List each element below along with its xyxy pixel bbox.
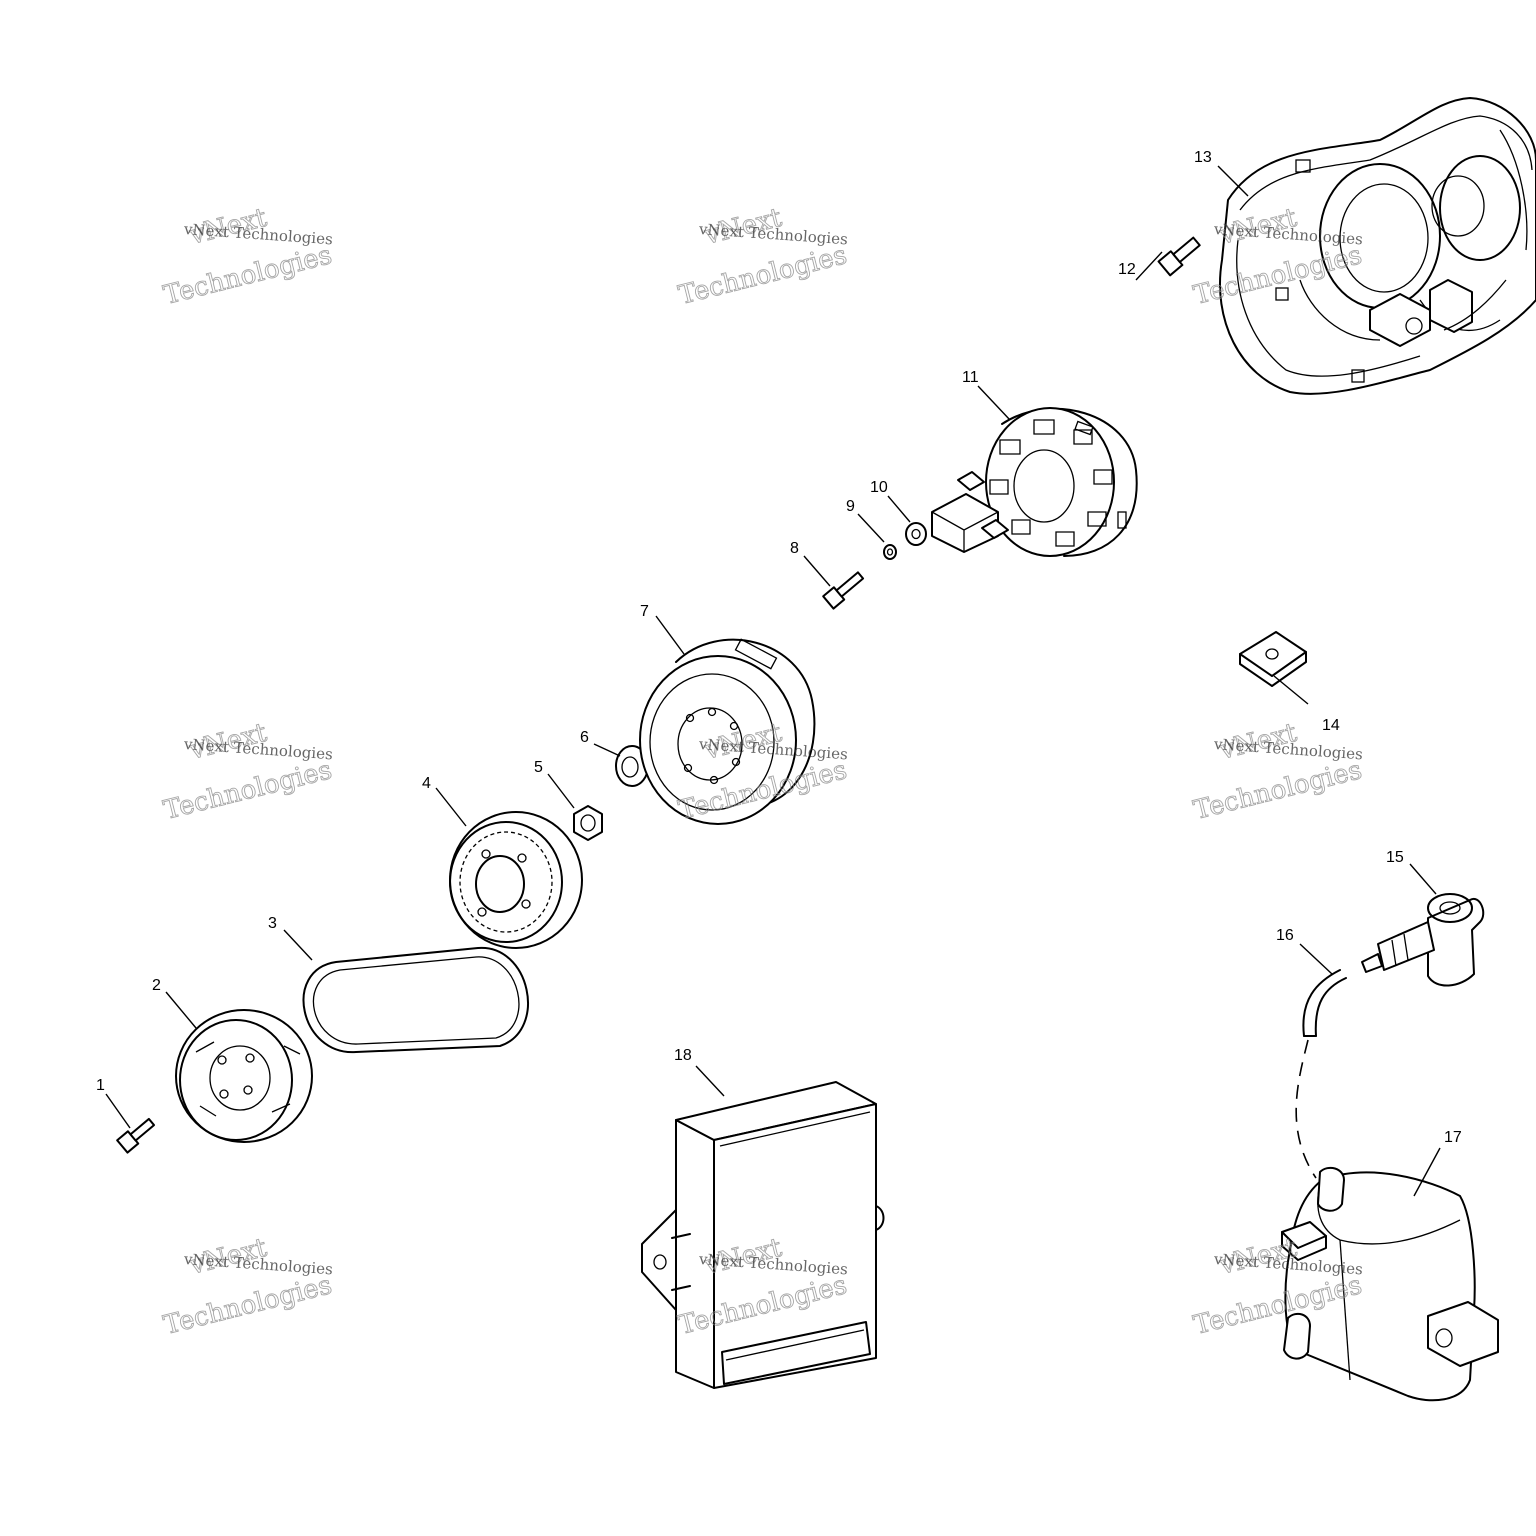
part-11-stator: 11	[931, 369, 1138, 557]
watermark-sub: Technologies	[1191, 755, 1365, 826]
watermark-sub: Technologies	[161, 240, 335, 311]
part-8-bolt: 8	[790, 540, 865, 610]
callout-8: 8	[790, 540, 799, 557]
part-10-washer: 10	[870, 479, 927, 546]
watermark-sub: Technologies	[1191, 1270, 1365, 1341]
callout-15: 15	[1386, 849, 1404, 866]
part-5-nut: 5	[534, 759, 603, 841]
part-1-bolt: 1	[96, 1077, 156, 1154]
watermark-sub: Technologies	[161, 755, 335, 826]
callout-9: 9	[846, 498, 855, 515]
callout-14: 14	[1322, 717, 1340, 734]
callout-5: 5	[534, 759, 543, 776]
callout-4: 4	[422, 775, 431, 792]
callout-16: 16	[1276, 927, 1294, 944]
part-15-plug-cap: 15	[1361, 849, 1485, 987]
callout-13: 13	[1194, 149, 1212, 166]
callout-17: 17	[1444, 1129, 1462, 1146]
part-7-flywheel: 7	[639, 603, 816, 825]
watermark-sub: Technologies	[161, 1270, 335, 1341]
callout-2: 2	[152, 977, 161, 994]
callout-7: 7	[640, 603, 649, 620]
callout-3: 3	[268, 915, 277, 932]
watermark-top-center: vNext vNext Technologies Technologies	[675, 202, 850, 311]
part-6-washer: 6	[580, 729, 649, 787]
part-9-lock-washer: 9	[846, 498, 897, 560]
part-18-cdi-box: 18	[641, 1047, 885, 1389]
part-13-housing: 13	[1194, 97, 1536, 395]
watermark-bottom-left: vNext vNext Technologies Technologies	[160, 1232, 335, 1341]
callout-10: 10	[870, 479, 888, 496]
callout-18: 18	[674, 1047, 692, 1064]
part-14-clip: 14	[1239, 631, 1340, 734]
part-4-sprocket: 4	[422, 775, 583, 949]
callout-11: 11	[962, 369, 979, 386]
watermark-top-right: vNext vNext Technologies Technologies	[1190, 202, 1365, 311]
callout-12: 12	[1118, 261, 1136, 278]
callout-1: 1	[96, 1077, 105, 1094]
watermark-top-left: vNext vNext Technologies Technologies	[160, 202, 335, 311]
watermark-sub: Technologies	[676, 240, 850, 311]
watermark-mid-left: vNext vNext Technologies Technologies	[160, 717, 335, 826]
part-17-coil: 17	[1281, 1129, 1499, 1402]
callout-6: 6	[580, 729, 589, 746]
part-3-belt: 3	[268, 915, 529, 1054]
part-12-bolt: 12	[1118, 236, 1201, 281]
part-16-wire: 16	[1276, 927, 1347, 1179]
part-2-pulley: 2	[152, 977, 313, 1143]
watermark-bottom-right: vNext vNext Technologies Technologies	[1190, 1232, 1365, 1341]
